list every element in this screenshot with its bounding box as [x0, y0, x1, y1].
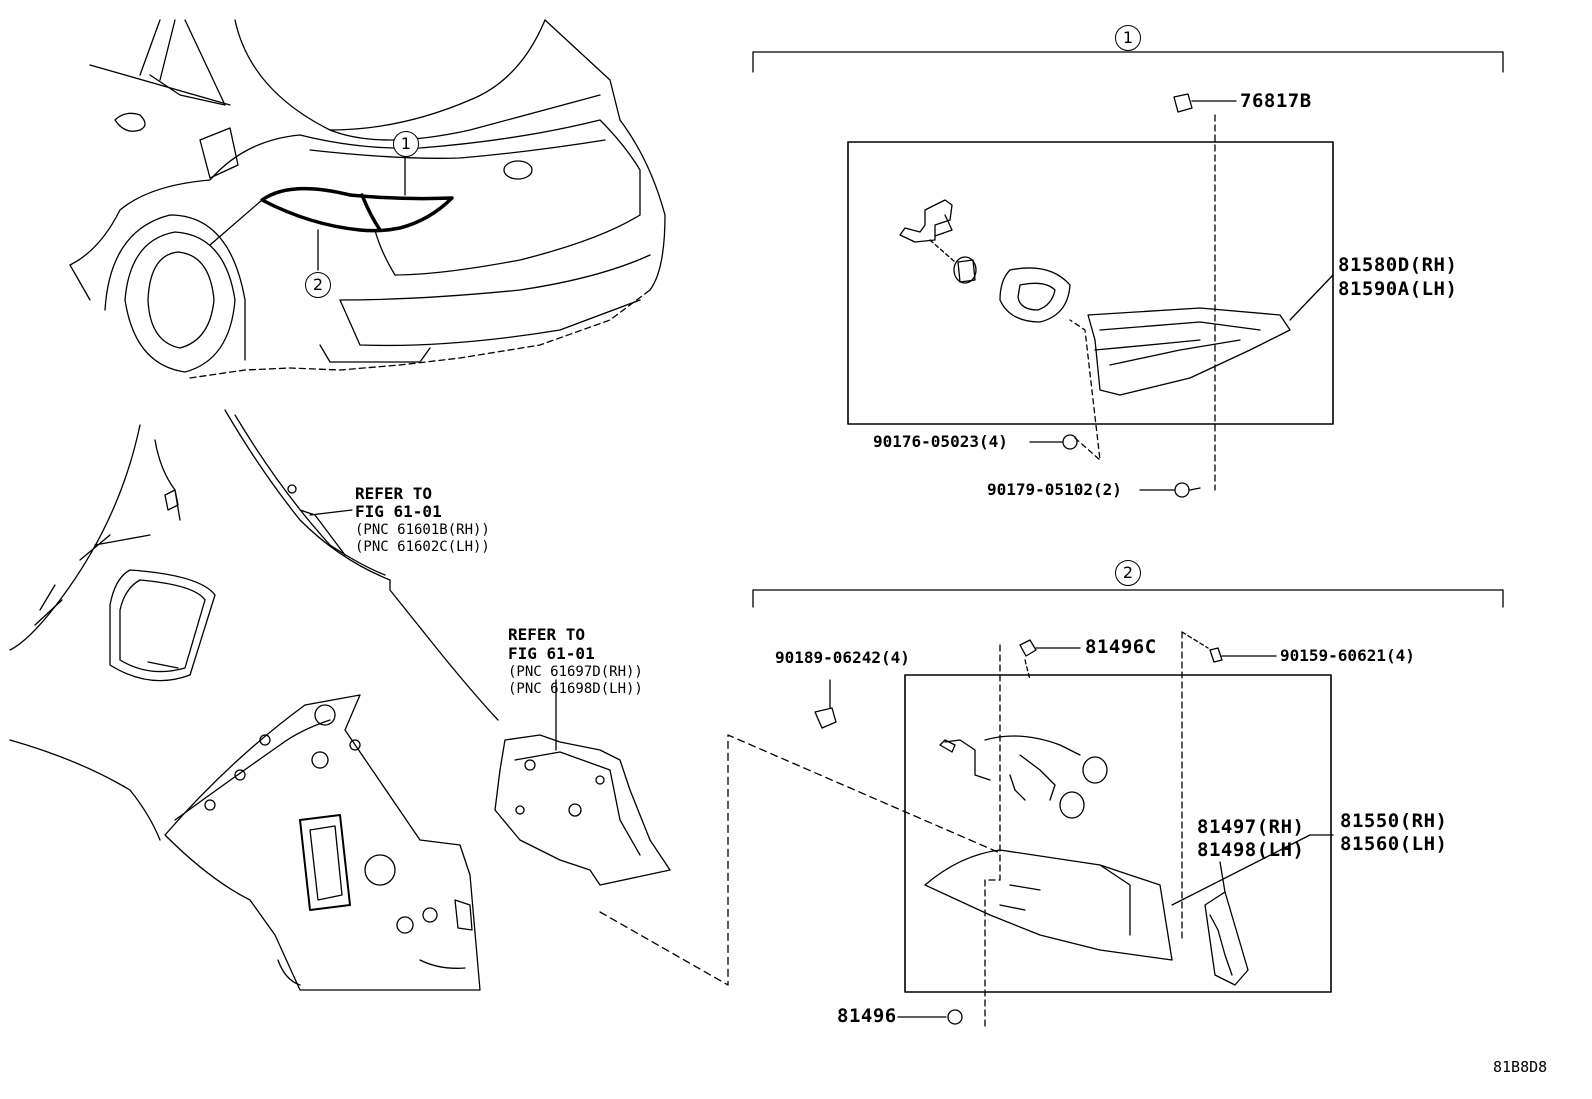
section2-parts: [814, 631, 1334, 1031]
refer2-line4: (PNC 61698D(LH)): [508, 681, 643, 697]
section2-box: [904, 674, 1332, 993]
refer1-line4: (PNC 61602C(LH)): [355, 539, 490, 555]
refer1-line1: REFER TO: [355, 484, 433, 503]
section1-box: [847, 141, 1334, 425]
refer2-line2: FIG 61-01: [508, 644, 595, 663]
part-label-81497: 81497(RH): [1197, 816, 1305, 838]
part-label-90176: 90176-05023(4): [873, 432, 1008, 451]
refer2-line1: REFER TO: [508, 625, 586, 644]
bracket-illustration: [494, 734, 671, 886]
car-rear-illustration: [69, 19, 666, 379]
callout-1-car: 1: [393, 131, 419, 157]
part-label-90159: 90159-60621(4): [1280, 646, 1415, 665]
refer1-line2: FIG 61-01: [355, 502, 442, 521]
part-label-81550: 81550(RH): [1340, 810, 1448, 832]
refer2-line3: (PNC 61697D(RH)): [508, 664, 643, 680]
part-label-81498: 81498(LH): [1197, 839, 1305, 861]
part-label-81590a: 81590A(LH): [1338, 278, 1458, 300]
inner-panel-illustration: [164, 694, 481, 991]
section2-bracket: [752, 589, 1504, 608]
part-label-81560: 81560(LH): [1340, 833, 1448, 855]
part-label-81580d: 81580D(RH): [1338, 254, 1458, 276]
diagram-code: 81B8D8: [1493, 1058, 1548, 1076]
part-label-90189: 90189-06242(4): [775, 648, 910, 667]
quarter-panel-illustration: [9, 409, 499, 841]
refer1-line3: (PNC 61601B(RH)): [355, 522, 490, 538]
part-label-90179: 90179-05102(2): [987, 480, 1122, 499]
section1-parts: [899, 93, 1334, 498]
refer1-leader: [309, 509, 353, 516]
part-label-81496c: 81496C: [1085, 636, 1157, 658]
callout-1-section: 1: [1115, 25, 1141, 51]
callout-2-section: 2: [1115, 560, 1141, 586]
section1-bracket: [752, 51, 1504, 73]
part-label-76817b: 76817B: [1240, 90, 1312, 112]
callout-2-car: 2: [305, 272, 331, 298]
part-label-81496: 81496: [837, 1005, 897, 1027]
